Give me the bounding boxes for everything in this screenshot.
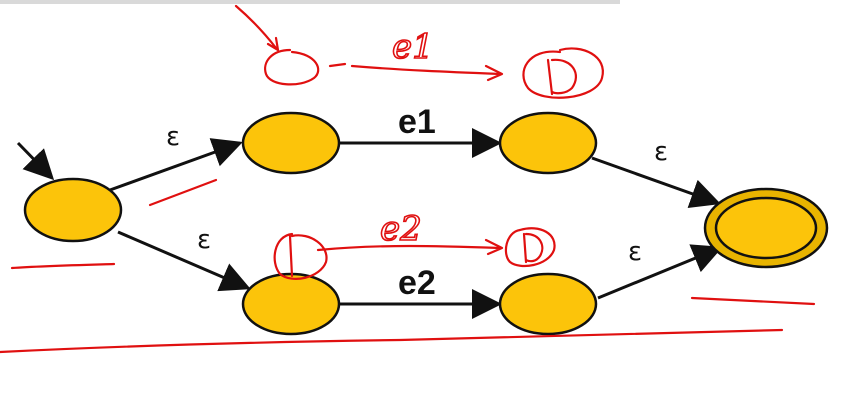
state-start — [23, 177, 123, 243]
label-start-to-upper: ε — [166, 122, 180, 152]
ink-circle-lower — [273, 232, 328, 280]
edge-upper-to-final — [591, 156, 721, 209]
label-upper-to-final: ε — [654, 137, 668, 167]
label-lower-middle: e2 — [398, 264, 436, 302]
ink-small-state-top — [264, 48, 320, 86]
label-upper-middle: e1 — [398, 103, 436, 141]
ink-arrow-lower — [316, 238, 504, 256]
ink-label-e1: e1 — [392, 27, 434, 67]
state-final — [703, 187, 829, 269]
top-bar — [0, 0, 620, 4]
label-start-to-lower: ε — [197, 225, 211, 255]
ink-hook-arrow — [234, 4, 280, 52]
label-lower-to-final: ε — [628, 237, 642, 267]
ink-label-e2: e2 — [380, 209, 422, 249]
ink-double-state-lower — [504, 227, 556, 268]
edges — [16, 128, 723, 319]
edge-start-to-upper — [109, 138, 243, 192]
ink-underline-final — [690, 296, 816, 306]
ink-double-state-top — [522, 47, 604, 99]
start-arrow — [16, 141, 55, 181]
state-lower-1 — [241, 272, 341, 336]
handwritten-annotations — [0, 4, 816, 354]
ink-arrow-top — [328, 62, 504, 82]
states — [23, 111, 829, 336]
ink-underline-start — [10, 262, 116, 270]
edge-start-to-lower — [117, 230, 251, 292]
state-upper-2 — [498, 111, 598, 175]
edge-lower-to-final — [597, 244, 723, 300]
ink-underline-upper — [148, 178, 218, 207]
state-lower-2 — [498, 272, 598, 336]
ink-underline-bottom — [0, 328, 784, 354]
state-upper-1 — [241, 111, 341, 175]
